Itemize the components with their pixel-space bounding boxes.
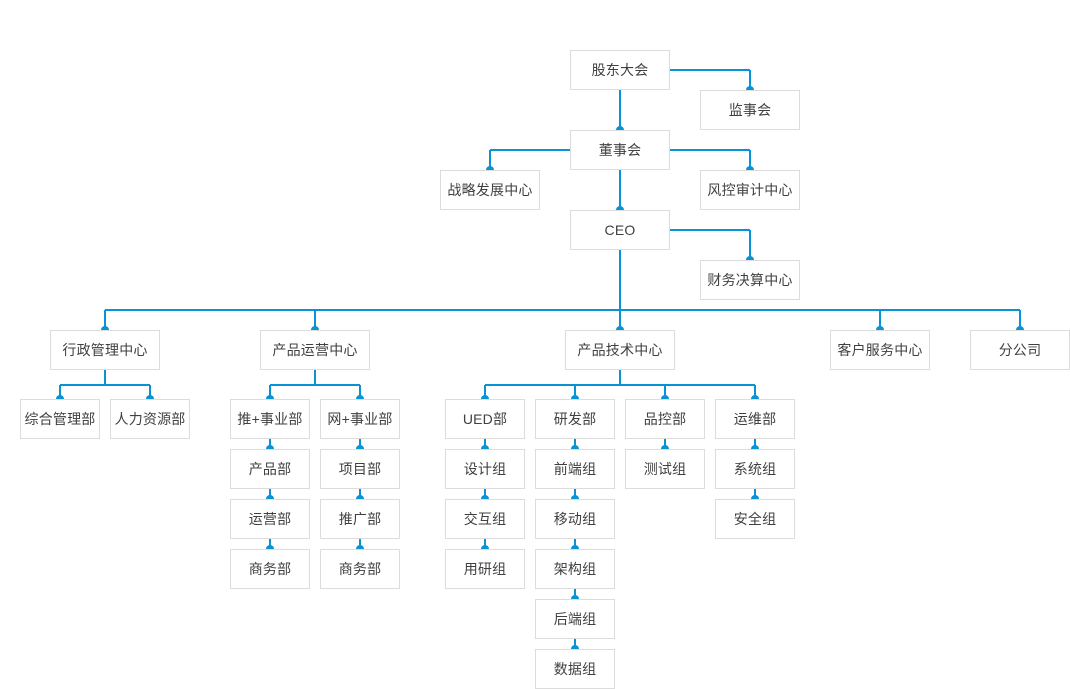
org-node-r2[interactable]: 前端组: [535, 449, 615, 489]
org-node-label: 用研组: [463, 561, 507, 577]
org-node-n4[interactable]: 战略发展中心: [440, 170, 540, 210]
org-node-c3[interactable]: 产品技术中心: [565, 330, 675, 370]
org-node-label: UED部: [462, 411, 508, 427]
org-node-r5[interactable]: 后端组: [535, 599, 615, 639]
org-node-label: 客户服务中心: [837, 342, 923, 358]
org-node-n2[interactable]: 监事会: [700, 90, 800, 130]
org-node-label: 品控部: [643, 411, 687, 427]
org-node-n1[interactable]: 股东大会: [570, 50, 670, 90]
org-node-label: 商务部: [338, 561, 382, 577]
org-node-label: 数据组: [553, 661, 597, 677]
org-node-label: 系统组: [733, 461, 777, 477]
org-node-r1[interactable]: 研发部: [535, 399, 615, 439]
org-node-q3[interactable]: 推广部: [320, 499, 400, 539]
org-node-label: 网+事业部: [327, 411, 393, 427]
org-node-a2[interactable]: 人力资源部: [110, 399, 190, 439]
org-node-label: 设计组: [463, 461, 507, 477]
org-node-p3[interactable]: 运营部: [230, 499, 310, 539]
org-node-label: 股东大会: [591, 62, 649, 78]
org-node-label: 风控审计中心: [707, 182, 793, 198]
org-node-label: 分公司: [998, 342, 1042, 358]
org-node-label: 财务决算中心: [707, 272, 793, 288]
org-node-p2[interactable]: 产品部: [230, 449, 310, 489]
org-node-label: 战略发展中心: [447, 182, 533, 198]
org-node-o2[interactable]: 系统组: [715, 449, 795, 489]
org-node-label: 研发部: [553, 411, 597, 427]
org-node-r6[interactable]: 数据组: [535, 649, 615, 689]
org-node-label: 安全组: [733, 511, 777, 527]
org-node-u3[interactable]: 交互组: [445, 499, 525, 539]
org-node-r3[interactable]: 移动组: [535, 499, 615, 539]
org-node-label: 运营部: [248, 511, 292, 527]
org-node-q1[interactable]: 网+事业部: [320, 399, 400, 439]
org-node-n7[interactable]: 财务决算中心: [700, 260, 800, 300]
org-node-label: 架构组: [553, 561, 597, 577]
org-node-label: 商务部: [248, 561, 292, 577]
org-node-label: 董事会: [598, 142, 642, 158]
org-node-u1[interactable]: UED部: [445, 399, 525, 439]
org-node-p1[interactable]: 推+事业部: [230, 399, 310, 439]
org-node-label: 产品部: [248, 461, 292, 477]
org-node-o1[interactable]: 运维部: [715, 399, 795, 439]
org-node-n3[interactable]: 董事会: [570, 130, 670, 170]
org-node-label: 后端组: [553, 611, 597, 627]
org-node-label: 产品技术中心: [577, 342, 663, 358]
org-node-label: 移动组: [553, 511, 597, 527]
org-node-r4[interactable]: 架构组: [535, 549, 615, 589]
org-node-label: 推+事业部: [237, 411, 303, 427]
org-node-c5[interactable]: 分公司: [970, 330, 1070, 370]
org-node-label: 行政管理中心: [62, 342, 148, 358]
org-node-label: 项目部: [338, 461, 382, 477]
org-node-c2[interactable]: 产品运营中心: [260, 330, 370, 370]
org-node-label: 监事会: [728, 102, 772, 118]
org-node-n6[interactable]: CEO: [570, 210, 670, 250]
org-node-u2[interactable]: 设计组: [445, 449, 525, 489]
org-node-c4[interactable]: 客户服务中心: [830, 330, 930, 370]
org-node-t1[interactable]: 品控部: [625, 399, 705, 439]
org-node-a1[interactable]: 综合管理部: [20, 399, 100, 439]
org-node-u4[interactable]: 用研组: [445, 549, 525, 589]
org-node-label: 推广部: [338, 511, 382, 527]
org-node-c1[interactable]: 行政管理中心: [50, 330, 160, 370]
org-node-label: 人力资源部: [114, 411, 186, 427]
org-node-label: 测试组: [643, 461, 687, 477]
org-node-label: CEO: [604, 222, 636, 238]
org-node-label: 综合管理部: [24, 411, 96, 427]
org-node-label: 前端组: [553, 461, 597, 477]
org-node-label: 产品运营中心: [272, 342, 358, 358]
org-node-q2[interactable]: 项目部: [320, 449, 400, 489]
org-node-o3[interactable]: 安全组: [715, 499, 795, 539]
org-node-q4[interactable]: 商务部: [320, 549, 400, 589]
org-node-p4[interactable]: 商务部: [230, 549, 310, 589]
org-node-t2[interactable]: 测试组: [625, 449, 705, 489]
org-node-n5[interactable]: 风控审计中心: [700, 170, 800, 210]
org-node-label: 交互组: [463, 511, 507, 527]
org-node-label: 运维部: [733, 411, 777, 427]
